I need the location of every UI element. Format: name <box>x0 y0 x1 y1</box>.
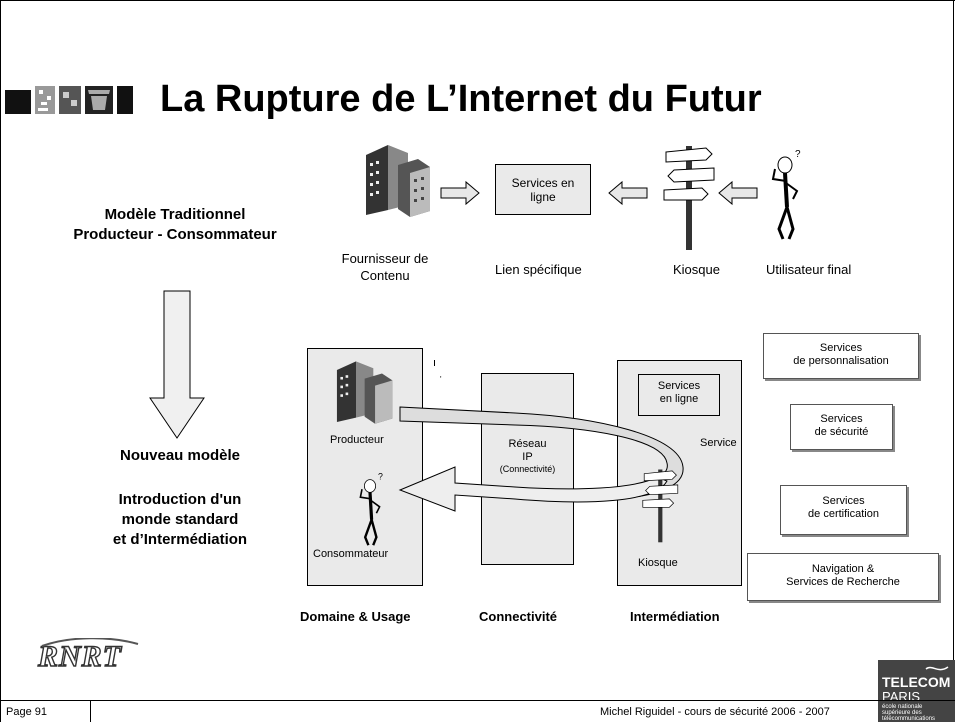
telecom-line1: TELECOM <box>882 674 951 690</box>
traditional-heading-line2: Producteur - Consommateur <box>73 226 277 243</box>
telecom-line3: école nationale <box>882 704 923 710</box>
page-number: Page 91 <box>6 706 47 718</box>
side-service-line2: Services de Recherche <box>786 576 900 588</box>
building-icon <box>366 145 430 217</box>
footer-credit: Michel Riguidel - cours de sécurité 2006… <box>600 706 830 718</box>
traditional-heading: Modèle Traditionnel Producteur - Consomm… <box>60 205 290 245</box>
network-line2: IP <box>522 451 533 463</box>
service-label: Service <box>700 437 737 449</box>
side-service-line1: Navigation & <box>811 563 875 575</box>
slide-title: La Rupture de L’Internet du Futur <box>160 78 762 120</box>
navigation-search-services-box: Navigation & Services de Recherche <box>747 553 939 601</box>
rnrt-logo: RNRT <box>37 639 123 673</box>
online-services-line1: Services en <box>511 176 575 190</box>
thinking-person-icon: ? <box>359 472 383 546</box>
online-services-new-line2: en ligne <box>659 393 699 405</box>
frame-left <box>0 0 1 722</box>
footer-line <box>0 700 955 701</box>
online-services-box-new: Services en ligne <box>638 374 720 416</box>
network-line3: (Connectivité) <box>499 464 556 474</box>
arrow-right-icon <box>440 180 480 206</box>
footer-separator <box>90 700 91 722</box>
side-service-line2: de sécurité <box>814 426 869 438</box>
side-service-line1: Services <box>822 495 865 507</box>
end-user-label: Utilisateur final <box>766 262 852 277</box>
side-service-line1: Services <box>820 413 863 425</box>
provider-line1: Fournisseur de <box>341 251 429 266</box>
frame-right <box>953 0 954 660</box>
arrow-left-icon <box>608 180 648 206</box>
traditional-heading-line1: Modèle Traditionnel <box>104 206 246 223</box>
column-connectivity-label: Connectivité <box>479 609 558 624</box>
signpost-icon <box>642 469 679 543</box>
arrow-down-icon <box>149 290 205 439</box>
new-model-heading: Nouveau modèle <box>119 447 241 464</box>
provider-line2: Contenu <box>360 268 410 283</box>
new-model-intro: Introduction d'un monde standard et d’In… <box>70 490 290 550</box>
intro-line2: monde standard <box>121 511 239 528</box>
intro-line3: et d’Intermédiation <box>112 531 248 548</box>
side-service-line2: de personnalisation <box>793 355 889 367</box>
rnrt-swoosh-icon <box>41 638 139 647</box>
signpost-icon <box>663 146 715 250</box>
telecom-line4: supérieure des <box>882 710 922 716</box>
certification-services-box: Services de certification <box>780 485 907 535</box>
intro-line1: Introduction d'un <box>118 491 242 508</box>
provider-label: Fournisseur de Contenu <box>330 250 440 284</box>
online-services-line2: ligne <box>530 190 556 204</box>
network-box <box>481 373 574 565</box>
mark-text: ' <box>440 375 442 384</box>
online-services-box-top: Services en ligne <box>495 164 591 215</box>
online-services-new-line1: Services <box>657 380 701 392</box>
telecom-sub: école nationale supérieure des télécommu… <box>882 704 935 722</box>
column-intermediation-label: Intermédiation <box>630 609 720 624</box>
thinking-person-icon: ? <box>771 149 801 240</box>
telecom-line5: télécommunications <box>882 716 936 722</box>
side-service-line1: Services <box>819 342 863 354</box>
column-domain-label: Domaine & Usage <box>300 609 411 624</box>
producer-label: Producteur <box>330 434 384 446</box>
personalization-services-box: Services de personnalisation <box>763 333 919 379</box>
kiosk-label-new: Kiosque <box>638 557 678 569</box>
telecom-line2: PARIS <box>882 689 921 704</box>
side-service-line2: de certification <box>808 508 879 520</box>
frame-top <box>0 0 955 1</box>
telecom-paris-logo: TELECOM PARIS école nationale supérieure… <box>878 660 955 722</box>
network-line1: Réseau <box>508 438 547 450</box>
svg-text:?: ? <box>378 472 383 482</box>
telecom-wave-icon <box>925 666 949 671</box>
network-label: Réseau IP (Connectivité) <box>481 438 574 475</box>
svg-text:?: ? <box>795 149 801 160</box>
consumer-label: Consommateur <box>313 548 389 560</box>
connection-flow <box>398 406 684 512</box>
kiosk-label-top: Kiosque <box>673 262 720 277</box>
title-decoration-icon <box>5 86 133 114</box>
arrow-left-icon <box>718 180 758 206</box>
building-icon <box>336 361 393 424</box>
security-services-box: Services de sécurité <box>790 404 893 450</box>
mark <box>434 360 435 366</box>
specific-link-label: Lien spécifique <box>495 262 582 277</box>
